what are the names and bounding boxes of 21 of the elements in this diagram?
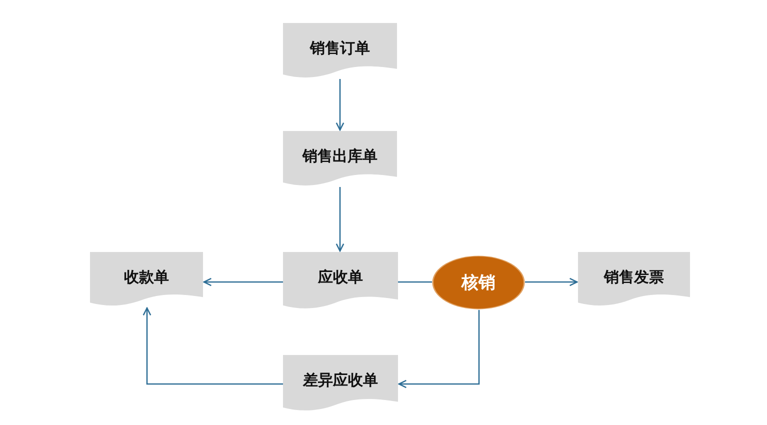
arrow <box>336 79 344 131</box>
document-shape <box>283 252 398 310</box>
node-label: 销售订单 <box>308 39 371 58</box>
arrow <box>525 278 578 286</box>
node-label: 收款单 <box>123 268 170 287</box>
arrow <box>336 187 344 252</box>
node-label: 销售出库单 <box>301 147 378 166</box>
document-shape <box>283 131 397 187</box>
node-label: 差异应收单 <box>302 371 379 390</box>
document-shape <box>90 252 203 307</box>
document-shape <box>283 23 397 79</box>
arrow <box>142 307 283 385</box>
connector-line <box>398 281 432 283</box>
arrow <box>203 278 283 286</box>
node-label: 销售发票 <box>602 268 665 287</box>
arrow <box>398 310 480 388</box>
node-label: 应收单 <box>316 268 364 287</box>
node-label: 核销 <box>460 272 496 294</box>
document-shape <box>283 355 398 412</box>
document-shape <box>578 252 690 307</box>
process-ellipse <box>432 255 525 310</box>
